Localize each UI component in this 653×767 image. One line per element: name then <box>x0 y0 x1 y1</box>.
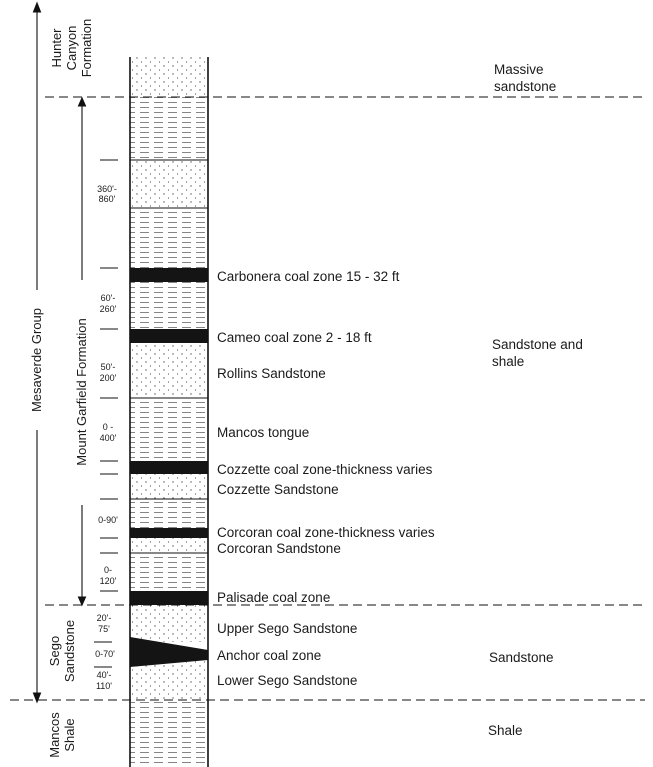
mancos-shale-label: Mancos Shale <box>47 712 77 758</box>
thickness-0-70: 0-70' <box>95 649 115 659</box>
lithology-sandstone: Sandstone <box>489 650 554 665</box>
layer-corcoran-sandstone <box>130 538 208 553</box>
layer-shale-2 <box>130 208 208 268</box>
svg-text:shale: shale <box>492 354 524 369</box>
thickness-0-120: 0- 120' <box>100 565 117 586</box>
svg-text:Canyon: Canyon <box>64 26 79 71</box>
label-carbonera-coal-zone: Carbonera coal zone 15 - 32 ft <box>217 269 400 284</box>
svg-text:0-: 0- <box>104 565 112 575</box>
svg-text:sandstone: sandstone <box>494 79 556 94</box>
svg-text:400': 400' <box>100 433 117 443</box>
layer-cameo-coal <box>130 329 208 343</box>
contact-lines <box>130 159 208 554</box>
label-upper-sego-sandstone: Upper Sego Sandstone <box>217 621 357 636</box>
svg-text:Sandstone: Sandstone <box>62 620 77 682</box>
svg-text:200': 200' <box>100 373 117 383</box>
thickness-0-90: 0-90' <box>98 515 118 525</box>
layer-hunter-canyon-sandstone <box>130 57 208 97</box>
layer-corcoran-coal <box>130 528 208 538</box>
layer-anchor-coal <box>130 637 208 667</box>
thickness-50-200: 50'- 200' <box>100 362 117 383</box>
layer-cozzette-sandstone <box>130 474 208 499</box>
label-corcoran-sandstone: Corcoran Sandstone <box>217 541 341 556</box>
svg-text:75': 75' <box>98 624 110 634</box>
label-anchor-coal-zone: Anchor coal zone <box>217 648 321 663</box>
layer-sandstone-1 <box>130 160 208 208</box>
thickness-0-400: 0 - 400' <box>100 422 117 443</box>
layer-upper-sego-sandstone <box>130 605 208 642</box>
svg-text:60'-: 60'- <box>101 293 116 303</box>
lithology-shale: Shale <box>488 723 523 738</box>
mesaverde-extent-arrow <box>32 1 42 704</box>
svg-text:Hunter: Hunter <box>49 28 64 68</box>
label-mancos-tongue: Mancos tongue <box>217 425 309 440</box>
layer-mancos-tongue <box>130 398 208 461</box>
lithology-sandstone-and-shale: Sandstone and shale <box>492 337 583 369</box>
mount-garfield-formation-label: Mount Garfield Formation <box>74 318 89 465</box>
mesaverde-group-label: Mesaverde Group <box>29 308 44 412</box>
svg-text:120': 120' <box>100 576 117 586</box>
sego-sandstone-label: Sego Sandstone <box>47 620 77 682</box>
svg-text:Sego: Sego <box>47 636 62 666</box>
layer-shale-3 <box>130 282 208 329</box>
thickness-ticks <box>94 159 118 668</box>
thickness-20-75: 20'- 75' <box>97 613 112 634</box>
layer-lower-sego-top-fill <box>130 660 208 667</box>
svg-text:Shale: Shale <box>62 718 77 751</box>
unit-labels: Carbonera coal zone 15 - 32 ft Cameo coa… <box>217 269 435 688</box>
thickness-360-860: 360'- 860' <box>97 184 117 204</box>
label-cozzette-sandstone: Cozzette Sandstone <box>217 482 339 497</box>
svg-text:110': 110' <box>96 681 112 691</box>
label-cameo-coal-zone: Cameo coal zone 2 - 18 ft <box>217 330 372 345</box>
layer-palisade-coal <box>130 591 208 605</box>
layer-shale-4 <box>130 499 208 528</box>
layer-shale-5 <box>130 553 208 591</box>
hunter-canyon-formation-label: Hunter Canyon Formation <box>49 19 94 78</box>
svg-text:Mancos: Mancos <box>47 712 62 758</box>
layer-carbonera-coal <box>130 268 208 282</box>
svg-text:40'-: 40'- <box>97 670 112 680</box>
svg-text:860': 860' <box>99 194 116 204</box>
thickness-60-260: 60'- 260' <box>100 293 117 314</box>
lithology-massive-sandstone: Massive sandstone <box>494 62 556 94</box>
layer-shale-1 <box>130 97 208 160</box>
mount-garfield-extent-arrow <box>77 96 87 607</box>
svg-text:50'-: 50'- <box>101 362 116 372</box>
label-cozzette-coal-zone: Cozzette coal zone-thickness varies <box>217 462 433 477</box>
svg-text:0 -: 0 - <box>103 422 114 432</box>
svg-text:Formation: Formation <box>79 19 94 78</box>
column-layers <box>130 57 208 767</box>
svg-text:Massive: Massive <box>494 62 544 77</box>
layer-mancos-shale <box>130 700 208 767</box>
svg-text:360'-: 360'- <box>97 184 117 194</box>
formation-boundaries <box>10 96 645 701</box>
svg-text:20'-: 20'- <box>97 613 112 623</box>
label-rollins-sandstone: Rollins Sandstone <box>217 366 326 381</box>
layer-rollins-sandstone <box>130 343 208 398</box>
label-lower-sego-sandstone: Lower Sego Sandstone <box>217 673 357 688</box>
label-palisade-coal-zone: Palisade coal zone <box>217 590 330 605</box>
thickness-40-110: 40'- 110' <box>96 670 112 691</box>
label-corcoran-coal-zone: Corcoran coal zone-thickness varies <box>217 525 435 540</box>
layer-lower-sego-sandstone <box>130 667 208 700</box>
svg-text:Sandstone and: Sandstone and <box>492 337 583 352</box>
layer-cozzette-coal <box>130 461 208 474</box>
svg-text:260': 260' <box>100 304 117 314</box>
